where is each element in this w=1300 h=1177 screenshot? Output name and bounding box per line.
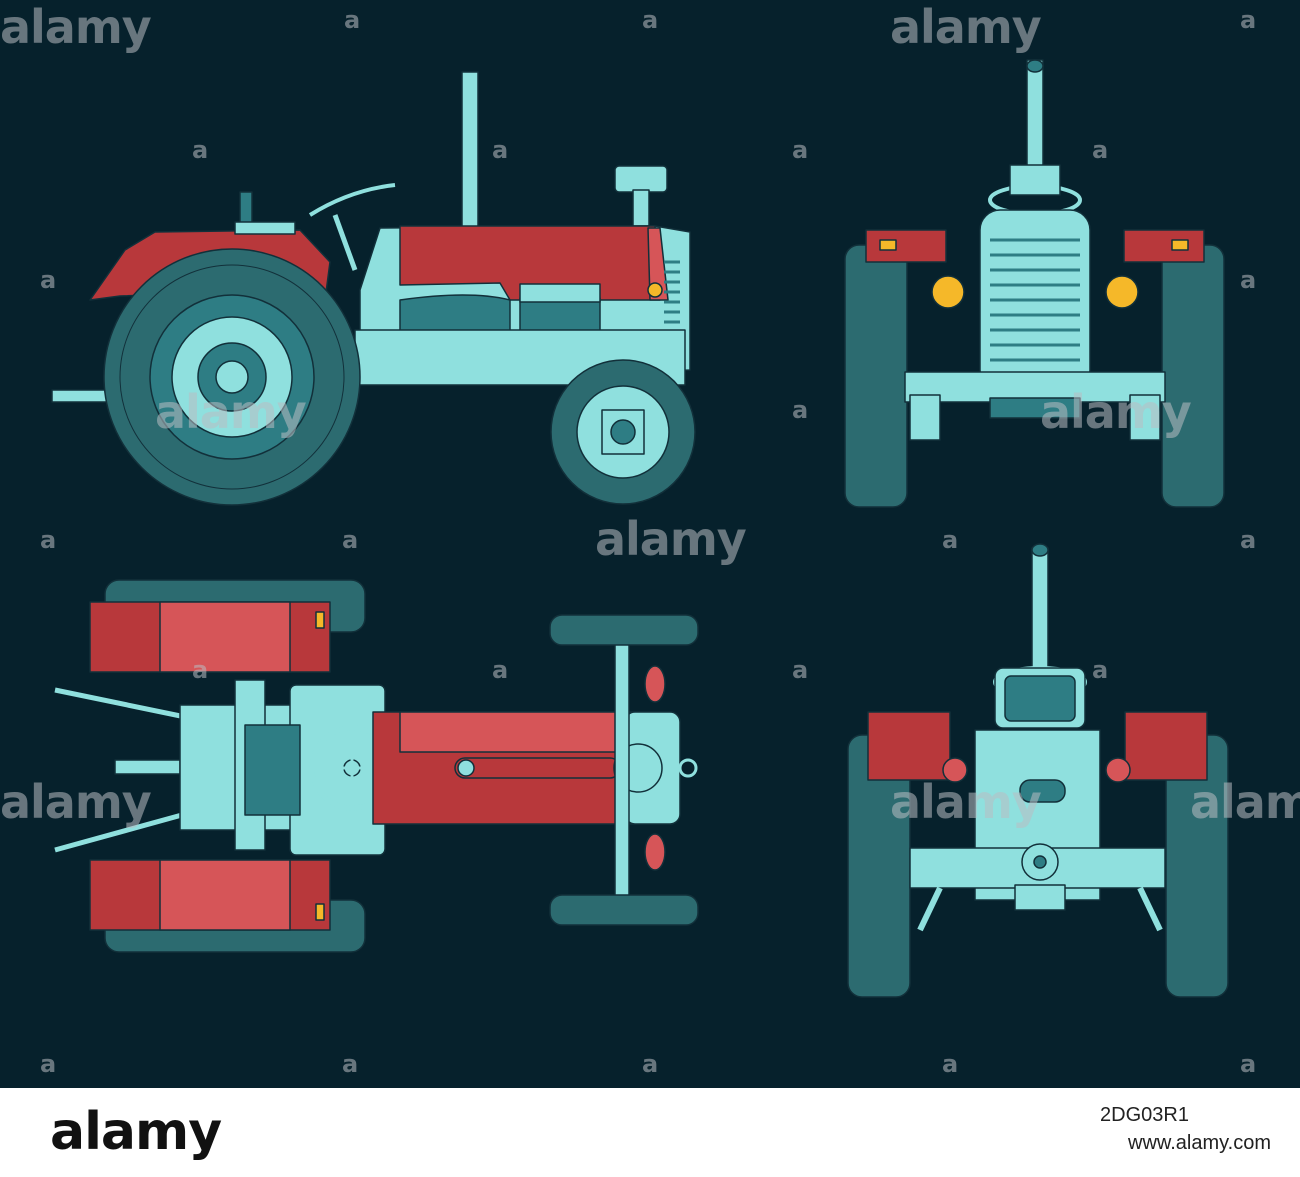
footer-url[interactable]: www.alamy.com bbox=[1128, 1132, 1271, 1154]
watermark-mark: a bbox=[792, 136, 809, 164]
watermark-text: alamy bbox=[1190, 775, 1300, 829]
watermark-text: alamy bbox=[1040, 385, 1192, 439]
watermark-text: alamy bbox=[595, 512, 747, 566]
watermark-mark: a bbox=[40, 526, 57, 554]
watermark-mark: a bbox=[40, 266, 57, 294]
watermark-mark: a bbox=[192, 656, 209, 684]
watermark-mark: a bbox=[1240, 6, 1257, 34]
image-id: 2DG03R1 bbox=[1100, 1104, 1189, 1126]
watermark-mark: a bbox=[942, 526, 959, 554]
watermark-mark: a bbox=[492, 656, 509, 684]
watermark-text: alamy bbox=[0, 0, 152, 54]
tractor-front-view bbox=[844, 59, 1225, 508]
footer-logo: alamy bbox=[50, 1102, 222, 1162]
stock-footer: alamy 2DG03R1 www.alamy.com bbox=[0, 1088, 1300, 1177]
watermark-mark: a bbox=[1240, 1050, 1257, 1078]
blueprint-canvas: alamy alamy alamy alamy alamy alamy alam… bbox=[0, 0, 1300, 1088]
watermark-mark: a bbox=[192, 136, 209, 164]
watermark-mark: a bbox=[492, 136, 509, 164]
watermark-text: alamy bbox=[890, 0, 1042, 54]
watermark-mark: a bbox=[942, 1050, 959, 1078]
watermark-mark: a bbox=[792, 656, 809, 684]
watermark-mark: a bbox=[1240, 266, 1257, 294]
tractor-side-view bbox=[51, 71, 696, 506]
watermark-mark: a bbox=[342, 526, 359, 554]
watermark-mark: a bbox=[642, 1050, 659, 1078]
tractor-top-view bbox=[54, 579, 699, 953]
watermark-text: alamy bbox=[890, 775, 1042, 829]
watermark-mark: a bbox=[344, 6, 361, 34]
tractor-rear-view bbox=[847, 543, 1229, 998]
watermark-mark: a bbox=[792, 396, 809, 424]
watermark-mark: a bbox=[1092, 656, 1109, 684]
watermark-text: alamy bbox=[155, 385, 307, 439]
watermark-text: alamy bbox=[0, 775, 152, 829]
watermark-mark: a bbox=[1240, 526, 1257, 554]
watermark-mark: a bbox=[642, 6, 659, 34]
watermark-mark: a bbox=[342, 1050, 359, 1078]
watermark-mark: a bbox=[40, 1050, 57, 1078]
watermark-mark: a bbox=[1092, 136, 1109, 164]
